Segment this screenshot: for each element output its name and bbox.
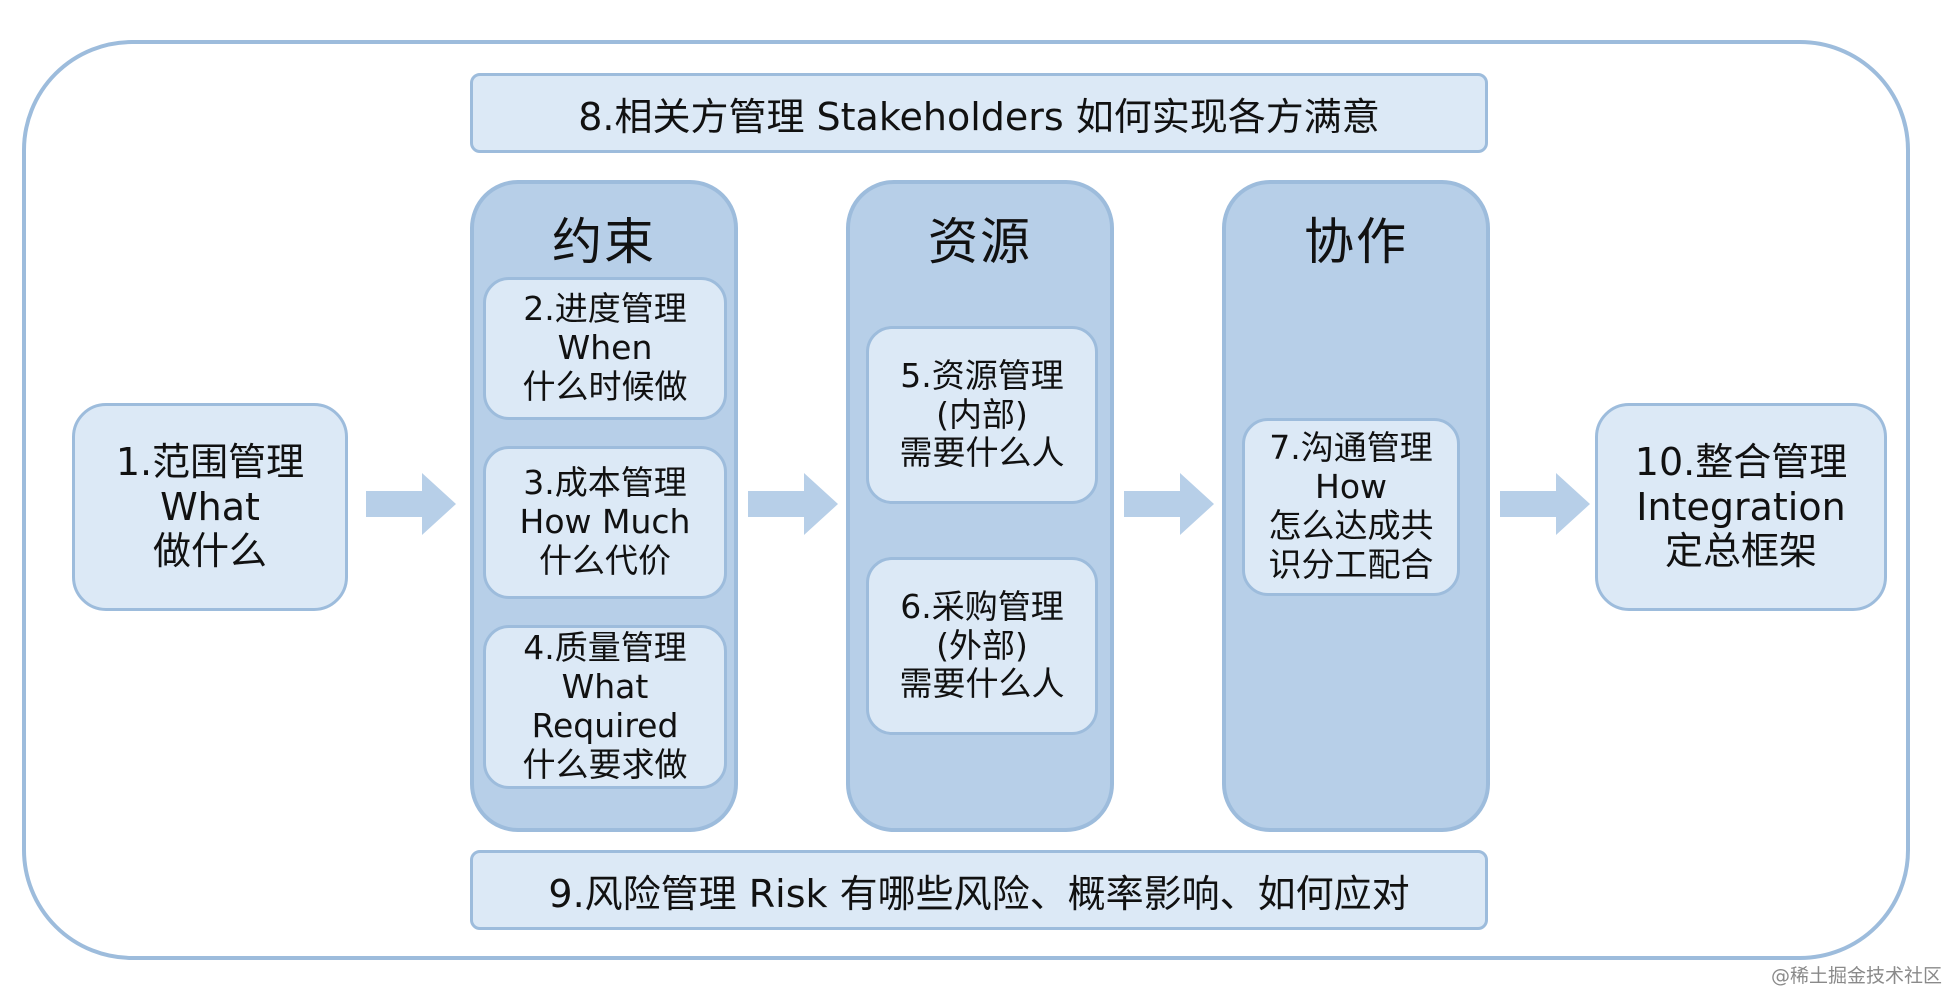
watermark-text: @稀土掘金技术社区 <box>1770 965 1942 987</box>
schedule-line-2: When <box>557 328 653 368</box>
procurement-line-3: 需要什么人 <box>899 664 1065 704</box>
procurement-line-2: (外部) <box>936 625 1028 665</box>
cost-line-2: How Much <box>519 502 691 542</box>
cost-line-3: 什么代价 <box>539 540 671 580</box>
quality-management-card: 4.质量管理 What Required 什么要求做 <box>483 625 727 789</box>
risk-bar: 9.风险管理 Risk 有哪些风险、概率影响、如何应对 <box>470 850 1488 930</box>
quality-line-1: 4.质量管理 <box>523 628 687 668</box>
arrow-right-icon <box>1500 473 1590 535</box>
scope-management-box: 1.范围管理 What 做什么 <box>72 403 348 611</box>
collaboration-column-title: 协作 <box>1304 213 1408 271</box>
arrow-right-icon <box>748 473 838 535</box>
schedule-line-3: 什么时候做 <box>522 366 688 406</box>
schedule-line-1: 2.进度管理 <box>523 289 687 329</box>
cost-line-1: 3.成本管理 <box>523 463 687 503</box>
stakeholders-bar: 8.相关方管理 Stakeholders 如何实现各方满意 <box>470 73 1488 153</box>
outer-frame <box>22 40 1910 960</box>
procurement-line-1: 6.采购管理 <box>900 586 1064 626</box>
communication-management-card: 7.沟通管理 How 怎么达成共 识分工配合 <box>1242 418 1460 596</box>
integration-line-2: Integration <box>1636 484 1846 529</box>
scope-line-2: What <box>160 484 260 529</box>
arrow-right-icon <box>1124 473 1214 535</box>
scope-line-1: 1.范围管理 <box>115 440 305 485</box>
scope-line-3: 做什么 <box>152 529 267 574</box>
communication-line-2: How <box>1315 467 1387 507</box>
resource-line-1: 5.资源管理 <box>900 355 1064 395</box>
resource-management-card: 5.资源管理 (内部) 需要什么人 <box>866 326 1098 504</box>
procurement-management-card: 6.采购管理 (外部) 需要什么人 <box>866 557 1098 735</box>
communication-line-1: 7.沟通管理 <box>1269 428 1433 468</box>
quality-line-3: Required <box>531 706 679 745</box>
communication-line-3: 怎么达成共 <box>1268 506 1434 545</box>
communication-line-4: 识分工配合 <box>1268 544 1434 584</box>
arrow-right-icon <box>366 473 456 535</box>
integration-management-box: 10.整合管理 Integration 定总框架 <box>1595 403 1887 611</box>
resource-line-3: 需要什么人 <box>899 433 1065 473</box>
schedule-management-card: 2.进度管理 When 什么时候做 <box>483 277 727 420</box>
integration-line-3: 定总框架 <box>1664 529 1817 574</box>
quality-line-2: What <box>561 667 649 707</box>
quality-line-4: 什么要求做 <box>522 744 688 784</box>
resource-column-title: 资源 <box>928 213 1032 271</box>
constraint-column-title: 约束 <box>552 213 656 271</box>
resource-line-2: (内部) <box>936 394 1028 434</box>
cost-management-card: 3.成本管理 How Much 什么代价 <box>483 446 727 599</box>
integration-line-1: 10.整合管理 <box>1634 440 1848 485</box>
